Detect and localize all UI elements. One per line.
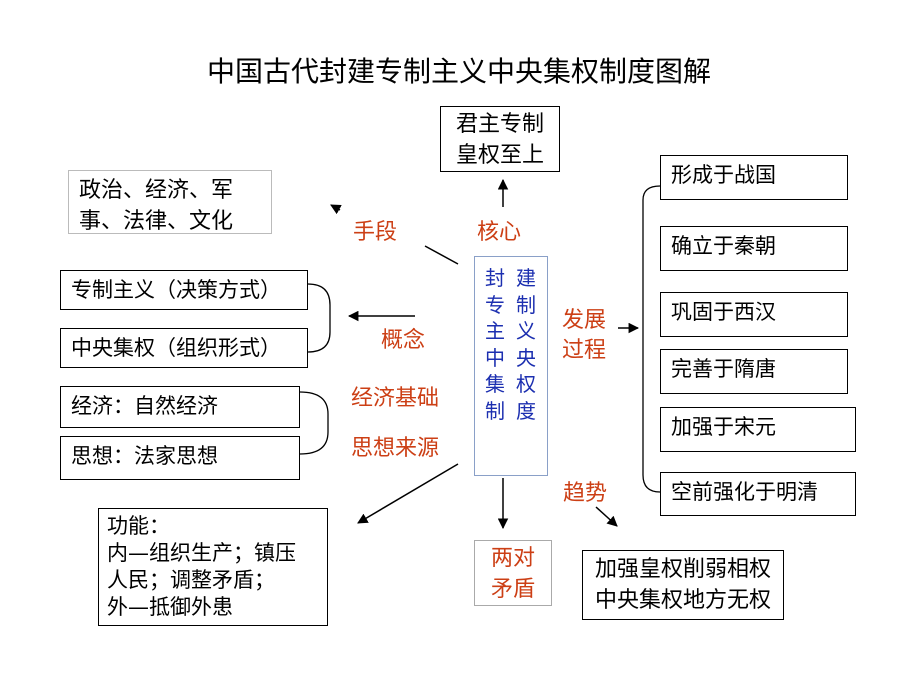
stage-western-han: 巩固于西汉 [660, 292, 848, 337]
concept-bracket [307, 283, 331, 353]
function-line2: 内—组织生产；镇压 [107, 541, 296, 565]
core-box-line2: 皇权至上 [455, 143, 544, 168]
arrow-to-means [330, 204, 342, 215]
function-line3: 人民；调整矛盾； [107, 568, 275, 592]
arrow-to-trend [595, 506, 618, 527]
label-development-1: 发展 [562, 308, 607, 333]
basis-item-label: 经济：自然经济 [71, 394, 218, 418]
stage-ming-qing: 空前强化于明清 [660, 472, 856, 516]
basis-item-ideology: 思想：法家思想 [60, 436, 300, 480]
trend-line2: 中央集权地方无权 [594, 588, 771, 613]
core-box: 君主专制 皇权至上 [440, 106, 560, 172]
label-ideological-source: 思想来源 [351, 436, 440, 461]
arrow-to-function [357, 463, 459, 524]
means-box-line2: 事、法律、文化 [79, 209, 234, 234]
stage-label: 确立于秦朝 [671, 234, 776, 258]
label-core: 核心 [477, 220, 522, 245]
center-column-right: 建制义央权度 [516, 266, 536, 423]
central-concept-box: 封专主中集制 建制义央权度 [474, 256, 548, 476]
stage-warring-states: 形成于战国 [660, 155, 848, 200]
concept-item-label: 中央集权（组织形式） [71, 336, 281, 360]
center-column-left: 封专主中集制 [485, 266, 505, 423]
line-to-means [424, 245, 459, 265]
stage-song-yuan: 加强于宋元 [660, 407, 856, 452]
trend-box: 加强皇权削弱相权 中央集权地方无权 [582, 550, 784, 620]
stage-label: 空前强化于明清 [671, 480, 818, 504]
basis-bracket [299, 391, 329, 455]
label-means: 手段 [353, 220, 398, 245]
stage-label: 形成于战国 [671, 163, 776, 187]
label-trend: 趋势 [563, 481, 608, 506]
stage-label: 加强于宋元 [671, 415, 776, 439]
conflict-line1: 两对 [490, 546, 535, 571]
means-box-line1: 政治、经济、军 [79, 178, 234, 203]
concept-item-despotism: 专制主义（决策方式） [60, 270, 308, 310]
conflict-box: 两对 矛盾 [474, 540, 552, 606]
means-box: 政治、经济、军 事、法律、文化 [68, 170, 272, 234]
function-box: 功能： 内—组织生产；镇压 人民；调整矛盾； 外—抵御外患 [98, 508, 328, 626]
basis-item-economy: 经济：自然经济 [60, 386, 300, 428]
trend-line1: 加强皇权削弱相权 [594, 557, 771, 582]
concept-item-centralization: 中央集权（组织形式） [60, 328, 308, 368]
label-concept: 概念 [381, 328, 426, 353]
function-line4: 外—抵御外患 [107, 595, 233, 619]
stage-label: 巩固于西汉 [671, 300, 776, 324]
label-development-2: 过程 [562, 338, 607, 363]
concept-item-label: 专制主义（决策方式） [71, 278, 281, 302]
label-economic-basis: 经济基础 [351, 386, 440, 411]
stage-label: 完善于隋唐 [671, 357, 776, 381]
stage-qin: 确立于秦朝 [660, 226, 848, 271]
diagram-title: 中国古代封建专制主义中央集权制度图解 [206, 55, 711, 88]
development-brace [642, 185, 661, 493]
stage-sui-tang: 完善于隋唐 [660, 349, 848, 394]
function-line1: 功能： [107, 514, 170, 538]
core-box-line1: 君主专制 [455, 112, 544, 137]
conflict-line2: 矛盾 [490, 577, 535, 602]
basis-item-label: 思想：法家思想 [71, 444, 218, 468]
